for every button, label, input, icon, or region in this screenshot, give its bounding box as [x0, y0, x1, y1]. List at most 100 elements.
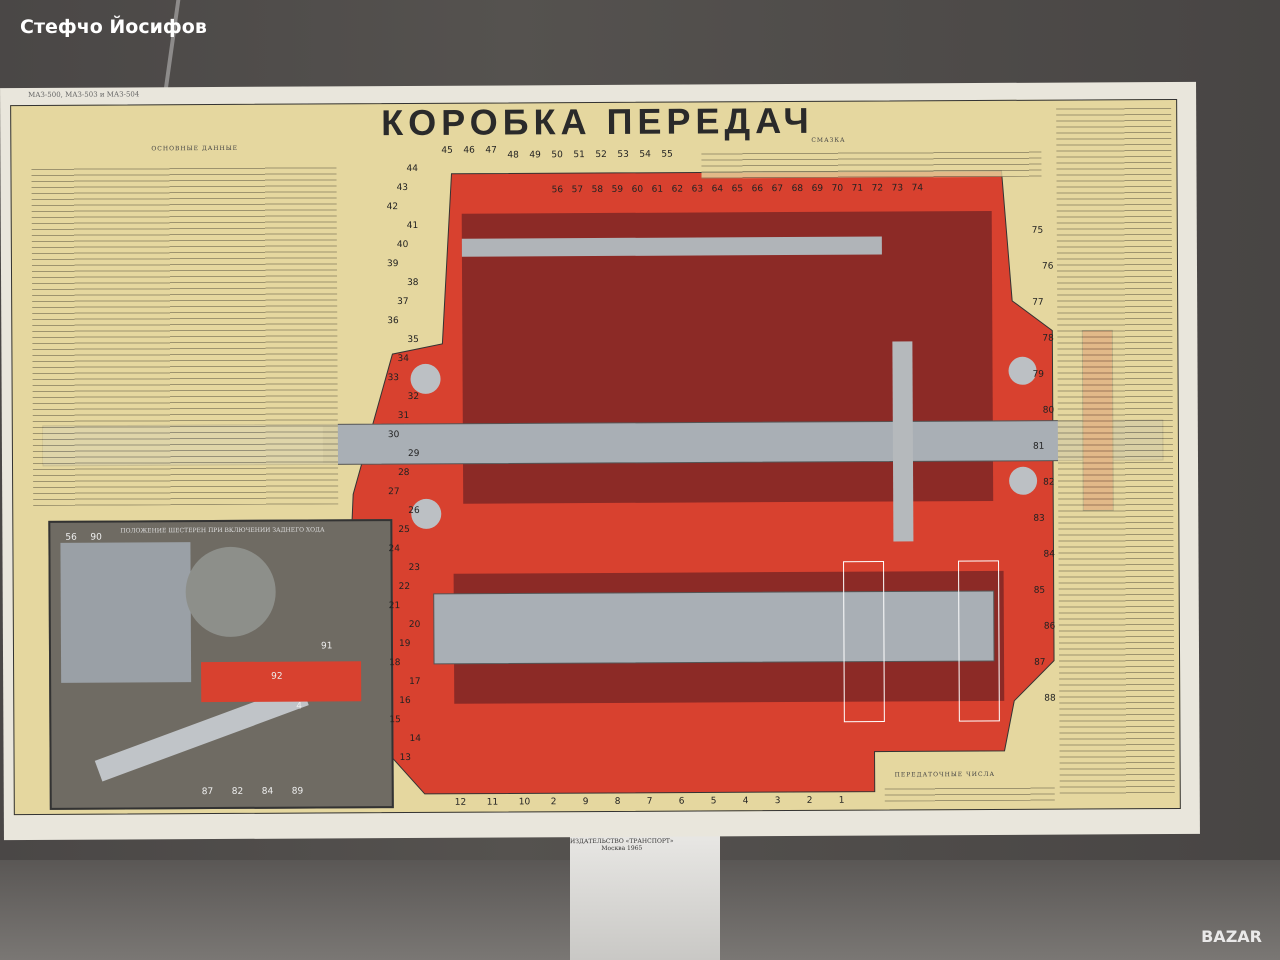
callout-number: 7 [646, 796, 653, 807]
callout-number: 20 [408, 619, 421, 631]
callout-number: 83 [1033, 513, 1045, 524]
poster-series: МАЗ-500, МАЗ-503 и МАЗ-504 [28, 90, 140, 99]
ratios-heading: ПЕРЕДАТОЧНЫЕ ЧИСЛА [894, 770, 996, 779]
watermark: Стефчо Йосифов [20, 16, 207, 38]
callout-number: 79 [1032, 369, 1045, 380]
callout-number: 87 [1034, 657, 1046, 668]
callout-number: 73 [891, 183, 904, 194]
callout-number: 90 [90, 532, 102, 543]
callout-number: 82 [231, 786, 244, 797]
ratios-table [884, 784, 1055, 802]
lubrication-text [701, 148, 1042, 179]
callout-number: 58 [591, 184, 604, 196]
callout-number: 43 [396, 183, 409, 194]
callout-number: 21 [388, 601, 401, 612]
callout-number: 75 [1031, 225, 1044, 236]
callout-number: 29 [407, 448, 420, 460]
poster: МАЗ-500, МАЗ-503 и МАЗ-504 КОРОБКА ПЕРЕД… [0, 81, 1200, 852]
callout-number: 74 [911, 183, 924, 194]
callout-number: 33 [387, 373, 400, 384]
callout-number: 2 [806, 795, 813, 806]
callout-number: 69 [811, 183, 824, 194]
callout-number: 71 [851, 183, 864, 194]
callout-number: 37 [397, 296, 409, 308]
lubrication-heading: СМАЗКА [811, 136, 846, 144]
callout-number: 11 [486, 797, 499, 808]
callout-number: 56 [551, 185, 564, 196]
inset-caption: ПОЛОЖЕНИЕ ШЕСТЕРЕН ПРИ ВКЛЮЧЕНИИ ЗАДНЕГО… [120, 526, 325, 535]
callout-number: 56 [65, 532, 77, 543]
callout-number: 52 [595, 149, 607, 161]
callout-number: 68 [791, 183, 804, 194]
callout-number: 18 [389, 658, 401, 669]
callout-number: 51 [573, 150, 585, 161]
callout-number: 57 [571, 185, 584, 196]
callout-number: 82 [1043, 477, 1055, 488]
callout-number: 12 [454, 797, 467, 808]
callout-number: 24 [388, 544, 400, 555]
callout-number: 30 [387, 430, 400, 441]
callout-number: 8 [614, 796, 621, 807]
callout-number: 76 [1041, 261, 1054, 272]
callout-number: 9 [582, 797, 589, 808]
callout-number: 66 [751, 184, 764, 195]
poster-inner: КОРОБКА ПЕРЕДАЧ ОСНОВНЫЕ ДАННЫЕ СМАЗКА П… [10, 98, 1181, 852]
callout-number: 34 [397, 353, 409, 365]
callout-number: 40 [396, 240, 409, 251]
publisher: ИЗДАТЕЛЬСТВО «ТРАНСПОРТ» Москва 1965 [570, 838, 674, 853]
callout-number: 35 [407, 334, 419, 346]
callout-number: 60 [631, 184, 644, 195]
callout-number: 4 [296, 701, 303, 712]
callout-number: 36 [387, 316, 399, 327]
callout-number: 77 [1032, 297, 1044, 308]
callout-number: 26 [408, 505, 420, 517]
callout-number: 48 [507, 150, 519, 161]
callout-number: 64 [711, 184, 724, 195]
callout-number: 87 [201, 787, 214, 798]
callout-number: 85 [1033, 585, 1046, 596]
callout-number: 4 [742, 796, 749, 807]
callout-number: 78 [1042, 333, 1054, 344]
callout-number: 1 [838, 795, 845, 806]
callout-number: 23 [408, 562, 421, 574]
poster-stand [570, 835, 720, 960]
callout-number: 25 [398, 524, 410, 536]
reverse-gear-inset: ПОЛОЖЕНИЕ ШЕСТЕРЕН ПРИ ВКЛЮЧЕНИИ ЗАДНЕГО… [48, 519, 394, 810]
callout-number: 32 [407, 391, 420, 403]
callout-number: 88 [1044, 693, 1056, 704]
callout-number: 42 [386, 202, 399, 213]
callout-number: 55 [661, 149, 673, 160]
callout-number: 63 [691, 184, 704, 195]
callout-number: 27 [388, 487, 400, 498]
callout-number: 54 [639, 149, 651, 160]
callout-number: 47 [485, 145, 497, 156]
callout-number: 38 [407, 277, 419, 289]
callout-number: 45 [441, 145, 453, 156]
callout-number: 81 [1032, 441, 1045, 452]
callout-number: 62 [671, 184, 684, 195]
callout-number: 92 [271, 671, 283, 682]
callout-number: 72 [871, 183, 884, 194]
callout-number: 84 [1043, 549, 1055, 560]
callout-number: 14 [409, 733, 421, 745]
callout-number: 22 [398, 581, 411, 593]
callout-number: 61 [651, 184, 664, 195]
callout-number: 13 [399, 752, 412, 764]
callout-number: 31 [397, 410, 410, 422]
callout-number: 65 [731, 184, 744, 195]
publisher-city: Москва 1965 [601, 844, 643, 852]
callout-number: 46 [463, 145, 475, 156]
callout-number: 3 [774, 796, 781, 807]
callout-number: 28 [398, 467, 410, 479]
callout-number: 10 [518, 797, 531, 808]
callout-number: 89 [291, 786, 304, 797]
callout-number: 91 [320, 641, 333, 652]
callout-number: 50 [551, 150, 563, 161]
callout-number: 41 [406, 220, 419, 232]
callout-number: 6 [678, 796, 685, 807]
callout-number: 5 [710, 796, 717, 807]
callout-number: 39 [386, 259, 399, 270]
callout-number: 15 [389, 715, 401, 726]
legend-text [1056, 105, 1175, 796]
poster-title: КОРОБКА ПЕРЕДАЧ [381, 99, 814, 144]
